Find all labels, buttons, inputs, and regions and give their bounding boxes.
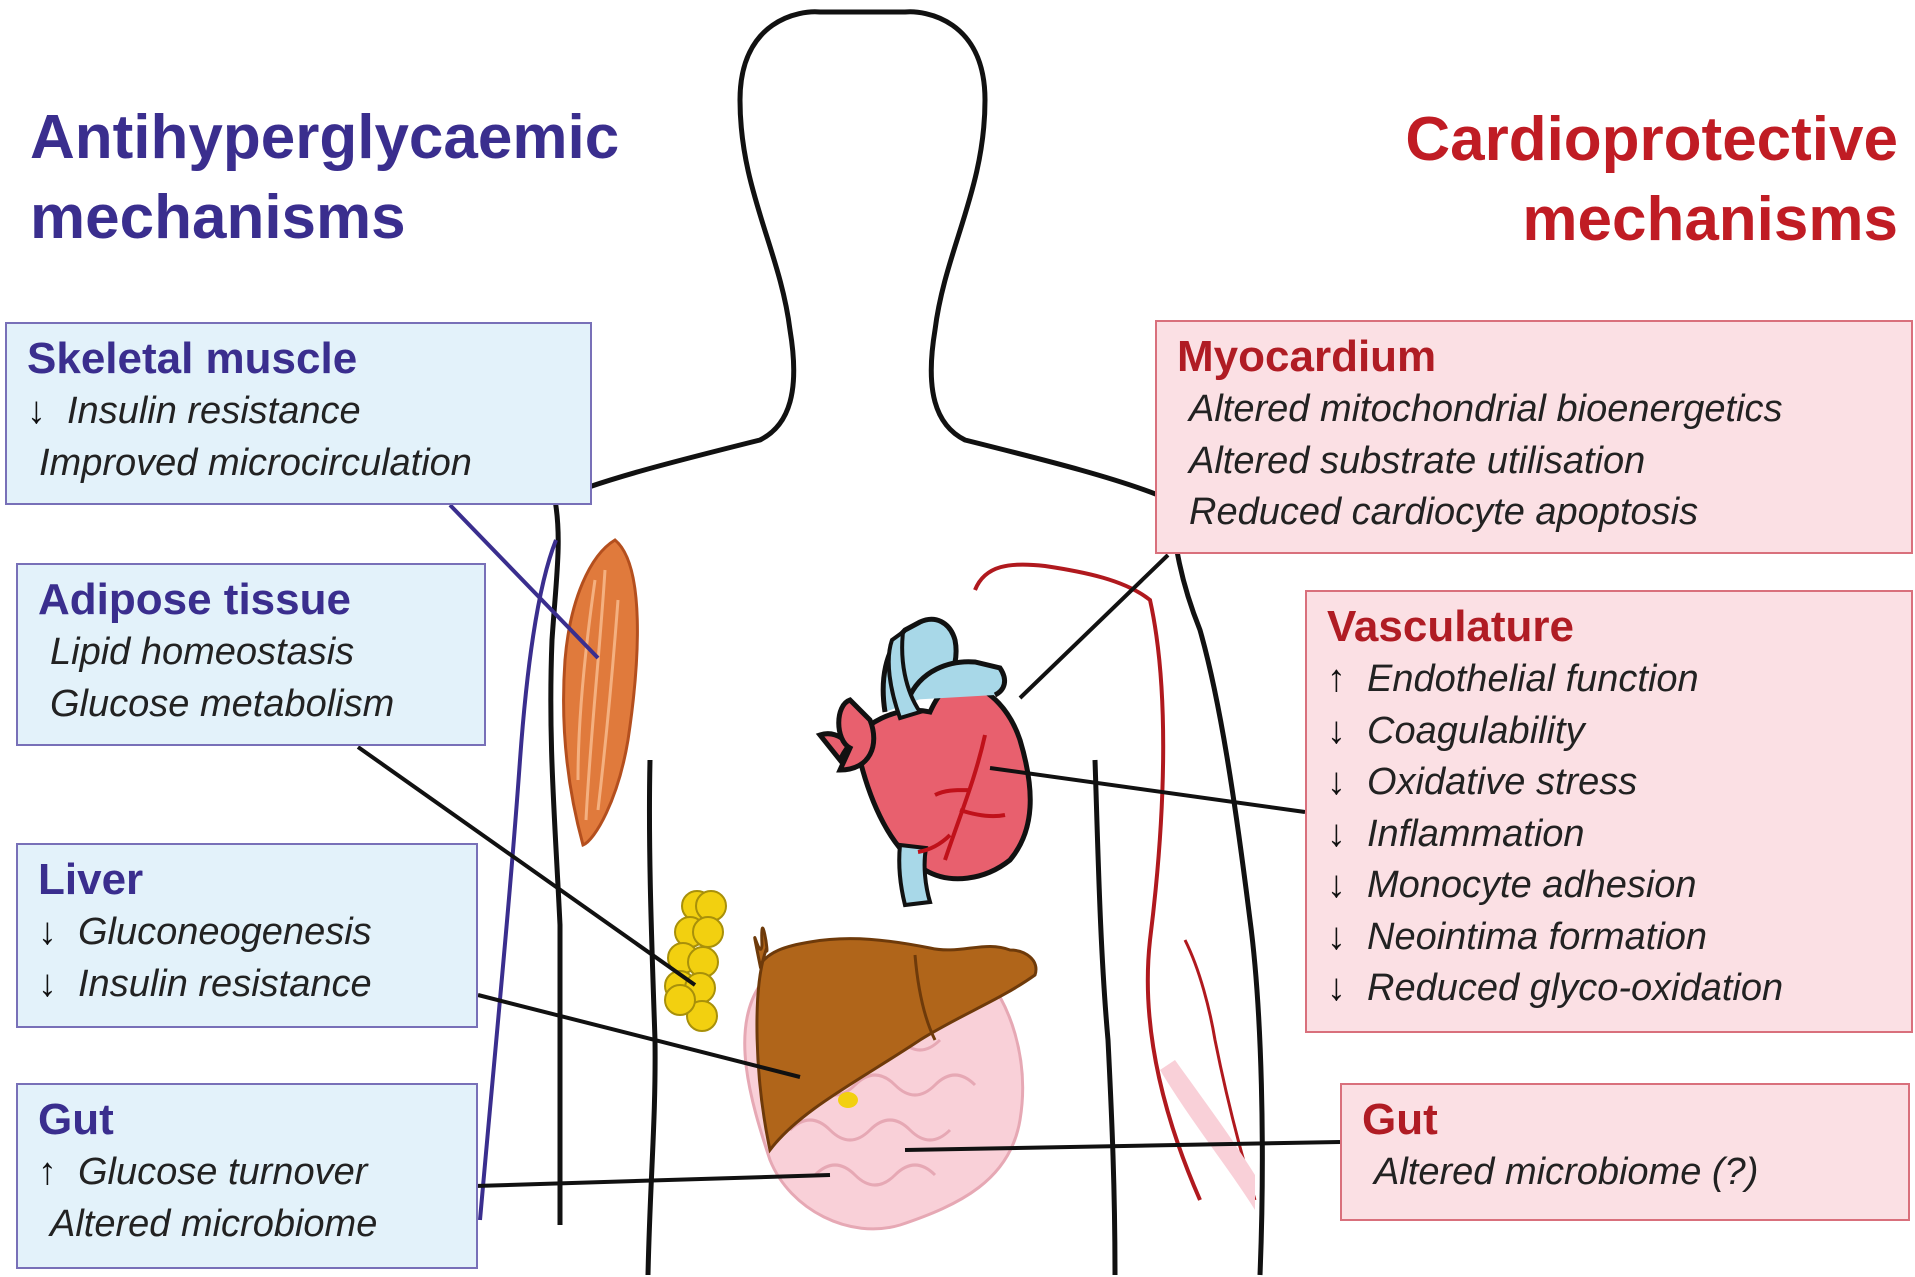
box-title: Skeletal muscle xyxy=(27,332,574,386)
mechanism-text: Coagulability xyxy=(1367,710,1585,752)
mechanism-item: Altered microbiome (?) xyxy=(1362,1147,1892,1199)
arrow-down-icon: ↓ xyxy=(38,907,74,959)
box-title: Liver xyxy=(38,853,460,907)
mechanism-item: Reduced cardiocyte apoptosis xyxy=(1177,487,1895,539)
liver-box: Liver ↓Gluconeogenesis↓Insulin resistanc… xyxy=(16,843,478,1028)
heading-line: mechanisms xyxy=(30,178,619,258)
mechanism-item: ↓Neointima formation xyxy=(1327,912,1895,964)
mechanism-item: Lipid homeostasis xyxy=(38,627,468,679)
leader-vasculature xyxy=(990,768,1305,812)
adipose-cells xyxy=(665,891,726,1031)
arrow-up-icon: ↑ xyxy=(1327,654,1363,706)
cardioprotective-heading: Cardioprotective mechanisms xyxy=(1405,100,1898,260)
mechanism-item: ↓Gluconeogenesis xyxy=(38,907,460,959)
right-inner-arm-line xyxy=(1095,760,1115,1275)
mechanism-text: Altered microbiome (?) xyxy=(1374,1151,1758,1193)
mechanism-item: ↑Endothelial function xyxy=(1327,654,1895,706)
left-inner-arm-line xyxy=(648,760,655,1275)
mechanism-item: ↓Insulin resistance xyxy=(27,386,574,438)
vasculature-box: Vasculature ↑Endothelial function↓Coagul… xyxy=(1305,590,1913,1033)
mechanism-text: Altered mitochondrial bioenergetics xyxy=(1189,388,1783,430)
mechanism-text: Insulin resistance xyxy=(78,963,372,1005)
arrow-down-icon: ↓ xyxy=(1327,963,1363,1015)
mechanism-item: Altered microbiome xyxy=(38,1199,460,1251)
mechanism-item: ↓Reduced glyco-oxidation xyxy=(1327,963,1895,1015)
mechanism-item: ↓Monocyte adhesion xyxy=(1327,860,1895,912)
mechanism-text: Insulin resistance xyxy=(67,390,361,432)
box-title: Adipose tissue xyxy=(38,573,468,627)
mechanism-text: Reduced glyco-oxidation xyxy=(1367,967,1783,1009)
mechanism-text: Improved microcirculation xyxy=(39,442,472,484)
mechanism-list: ↑Endothelial function↓Coagulability↓Oxid… xyxy=(1327,654,1895,1015)
antihyperglycaemic-heading: Antihyperglycaemic mechanisms xyxy=(30,98,619,258)
mechanism-item: ↓Oxidative stress xyxy=(1327,757,1895,809)
mechanism-item: Altered mitochondrial bioenergetics xyxy=(1177,384,1895,436)
inferior-vena-cava xyxy=(899,845,930,905)
heading-line: mechanisms xyxy=(1405,180,1898,260)
mechanism-item: ↑Glucose turnover xyxy=(38,1147,460,1199)
heading-line: Antihyperglycaemic xyxy=(30,98,619,178)
mechanism-item: ↓Inflammation xyxy=(1327,809,1895,861)
box-title: Gut xyxy=(38,1093,460,1147)
arrow-down-icon: ↓ xyxy=(1327,706,1363,758)
mechanism-text: Glucose metabolism xyxy=(50,683,394,725)
mechanism-item: Glucose metabolism xyxy=(38,679,468,731)
gut-right-box: Gut Altered microbiome (?) xyxy=(1340,1083,1910,1221)
mechanism-text: Oxidative stress xyxy=(1367,761,1637,803)
arrow-up-icon: ↑ xyxy=(38,1147,74,1199)
mechanism-item: ↓Coagulability xyxy=(1327,706,1895,758)
heart-left-atrium xyxy=(839,700,874,770)
mechanism-list: Altered microbiome (?) xyxy=(1362,1147,1892,1199)
mechanism-text: Gluconeogenesis xyxy=(78,911,372,953)
box-title: Myocardium xyxy=(1177,330,1895,384)
mechanism-list: ↓Gluconeogenesis↓Insulin resistance xyxy=(38,907,460,1010)
arrow-down-icon: ↓ xyxy=(1327,809,1363,861)
mechanism-text: Monocyte adhesion xyxy=(1367,864,1697,906)
mechanism-text: Lipid homeostasis xyxy=(50,631,354,673)
box-title: Gut xyxy=(1362,1093,1892,1147)
mechanism-text: Reduced cardiocyte apoptosis xyxy=(1189,491,1698,533)
arrow-down-icon: ↓ xyxy=(1327,912,1363,964)
mechanism-text: Glucose turnover xyxy=(78,1151,367,1193)
box-title: Vasculature xyxy=(1327,600,1895,654)
arrow-down-icon: ↓ xyxy=(1327,757,1363,809)
heading-line: Cardioprotective xyxy=(1405,100,1898,180)
mechanism-text: Endothelial function xyxy=(1367,658,1699,700)
mechanism-item: ↓Insulin resistance xyxy=(38,959,460,1011)
arrow-down-icon: ↓ xyxy=(38,959,74,1011)
mechanism-text: Altered microbiome xyxy=(50,1203,377,1245)
mechanism-text: Inflammation xyxy=(1367,813,1585,855)
gallbladder xyxy=(838,1092,858,1108)
mechanism-item: Altered substrate utilisation xyxy=(1177,436,1895,488)
mechanism-text: Neointima formation xyxy=(1367,916,1707,958)
arrow-down-icon: ↓ xyxy=(1327,860,1363,912)
mechanism-text: Altered substrate utilisation xyxy=(1189,440,1645,482)
mechanism-item: Improved microcirculation xyxy=(27,438,574,490)
arrow-down-icon: ↓ xyxy=(27,386,63,438)
myocardium-box: Myocardium Altered mitochondrial bioener… xyxy=(1155,320,1913,554)
